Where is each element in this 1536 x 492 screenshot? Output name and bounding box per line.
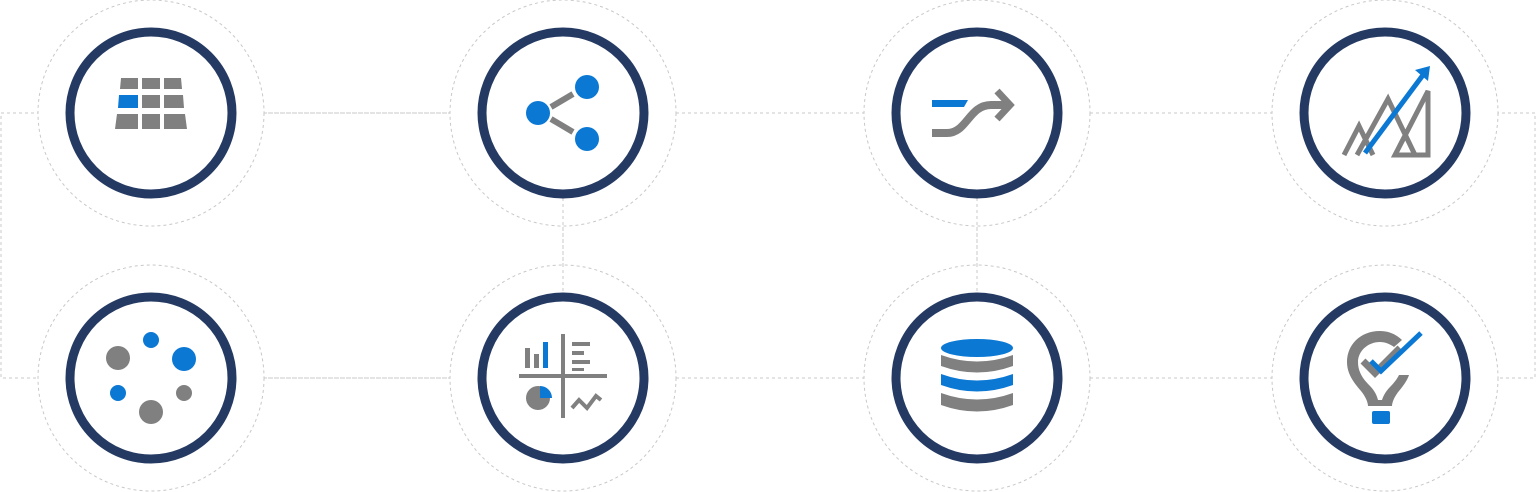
share-nodes-icon xyxy=(526,75,599,151)
node-ring xyxy=(65,27,237,199)
growth-trend-chart-icon xyxy=(1341,66,1431,158)
node-database xyxy=(891,292,1063,464)
node-ring xyxy=(1299,292,1471,464)
node-scattered-dots xyxy=(65,292,237,464)
merge-flow-arrow-icon xyxy=(932,88,1015,137)
node-dashboard xyxy=(477,292,649,464)
dashboard-quadrants-icon xyxy=(519,334,607,418)
node-ring xyxy=(65,292,237,464)
outer-frame-connector-right xyxy=(1496,112,1536,379)
node-share xyxy=(477,27,649,199)
node-growth-trend xyxy=(1299,27,1471,199)
node-ring xyxy=(891,292,1063,464)
lightbulb-check-icon xyxy=(1347,331,1423,424)
grid-table-icon xyxy=(115,78,187,129)
node-ring xyxy=(1299,27,1471,199)
scattered-dots-icon xyxy=(106,332,196,424)
outer-frame-connector xyxy=(0,112,40,379)
node-grid-table xyxy=(65,27,237,199)
database-icon xyxy=(941,339,1013,412)
node-lightbulb-check xyxy=(1299,292,1471,464)
connector-overlay xyxy=(264,112,1272,379)
node-halos xyxy=(37,0,1499,492)
node-ring xyxy=(477,27,649,199)
node-merge-flow xyxy=(891,27,1063,199)
